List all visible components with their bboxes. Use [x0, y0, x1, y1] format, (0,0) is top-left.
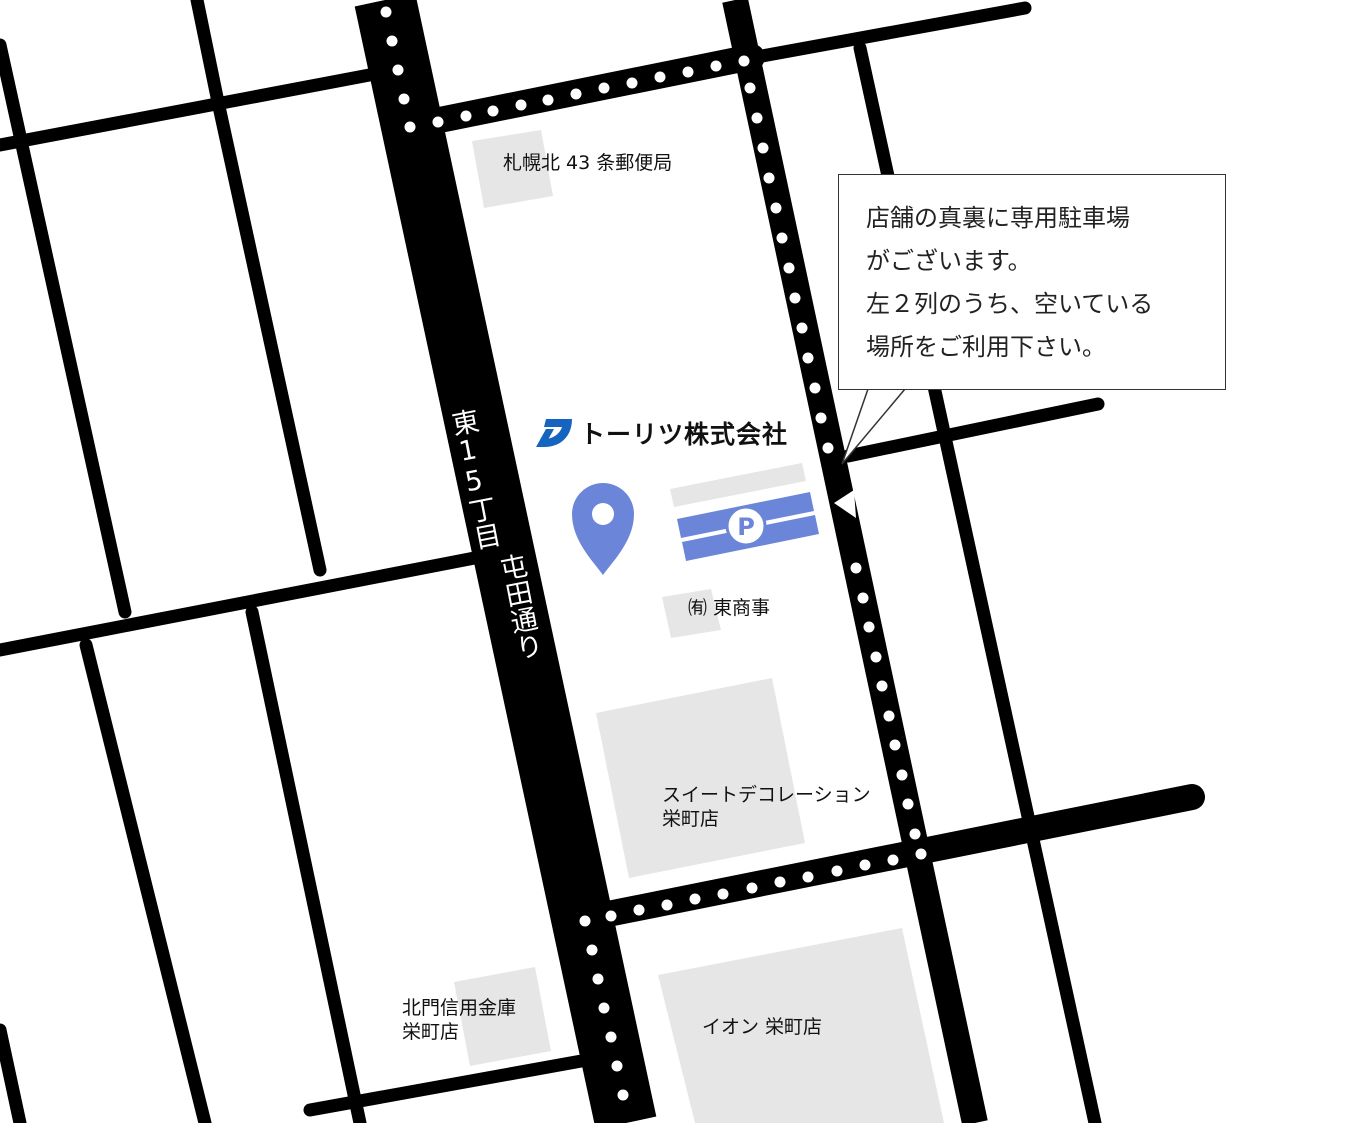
callout-line-3: 左２列のうち、空いている [866, 290, 1154, 318]
callout-line-1: 店舗の真裏に専用駐車場 [866, 204, 1130, 232]
minor-roads [0, 0, 1105, 1123]
entrance-arrow-icon [834, 490, 856, 518]
parking-symbol: P [737, 513, 755, 541]
parking-callout: 店舗の真裏に専用駐車場 がございます。 左２列のうち、空いている 場所をご利用下… [838, 174, 1226, 390]
company-logo-icon [536, 419, 572, 447]
parking-circle [725, 505, 767, 547]
building-higashi-shoji [662, 589, 721, 638]
label-higashi-shoji: ㈲ 東商事 [688, 597, 771, 619]
company-logo-text: トーリツ株式会社 [580, 420, 789, 449]
company-logo: トーリツ株式会社 [534, 416, 804, 450]
building-hokumon [454, 967, 551, 1066]
label-post-office: 札幌北 43 条郵便局 [503, 152, 673, 174]
buildings [454, 130, 944, 1123]
label-hokumon-line2: 栄町店 [402, 1021, 460, 1043]
parking-row-gray [670, 463, 806, 507]
label-sweet-deco: スイートデコレーション 栄町店 [662, 783, 871, 831]
label-hokumon: 北門信用金庫 栄町店 [402, 996, 516, 1044]
label-sweet-deco-line2: 栄町店 [662, 808, 720, 830]
label-aeon: イオン 栄町店 [702, 1016, 823, 1038]
callout-line-4: 場所をご利用下さい。 [866, 333, 1106, 361]
label-sweet-deco-line1: スイートデコレーション [662, 784, 871, 806]
building-post-office [472, 130, 553, 208]
building-aeon [658, 928, 944, 1123]
callout-line-2: がございます。 [866, 247, 1032, 275]
building-sweet-deco [596, 678, 805, 878]
label-hokumon-line1: 北門信用金庫 [402, 997, 517, 1019]
road-dots [380, 6, 927, 1101]
location-pin-icon [572, 483, 634, 575]
parking-lot: P [670, 463, 819, 561]
